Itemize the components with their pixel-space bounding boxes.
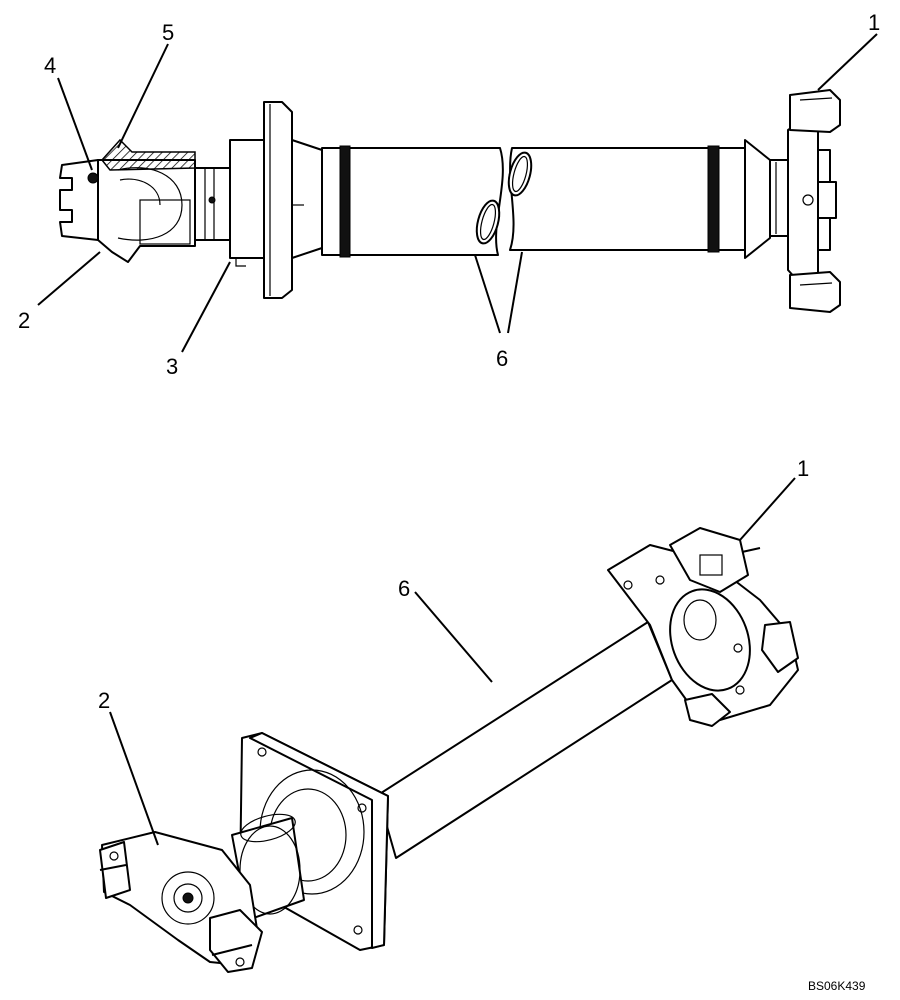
neck-collar (194, 167, 231, 241)
upper-driveshaft-view: 1 5 4 2 3 6 (18, 10, 880, 379)
callout-4-upper: 4 (44, 53, 56, 78)
figure-code: BS06K439 (808, 979, 866, 993)
callout-1-upper: 1 (868, 10, 880, 35)
left-slip-yoke (59, 159, 196, 263)
section-cutaway (101, 138, 196, 171)
band-right (707, 145, 720, 253)
isometric-left-yoke (99, 831, 263, 973)
callout-6-upper: 6 (496, 346, 508, 371)
callout-1-lower: 1 (797, 456, 809, 481)
callout-5-upper: 5 (162, 20, 174, 45)
callout-6-lower: 6 (398, 576, 410, 601)
isometric-tube (377, 621, 681, 859)
callout-3-upper: 3 (166, 354, 178, 379)
callout-2-upper: 2 (18, 308, 30, 333)
flange (229, 101, 323, 299)
band-left (339, 145, 351, 258)
callout-2-lower: 2 (98, 688, 110, 713)
tube-left-section (321, 145, 504, 258)
lower-driveshaft-view: 1 6 2 (98, 456, 809, 973)
isometric-right-yoke (607, 527, 799, 727)
grease-fitting-icon (87, 172, 99, 184)
upper-leader-lines (37, 33, 878, 353)
tube-right-section (507, 139, 771, 259)
right-universal-joint (769, 89, 841, 313)
lower-leader-lines (109, 477, 796, 846)
